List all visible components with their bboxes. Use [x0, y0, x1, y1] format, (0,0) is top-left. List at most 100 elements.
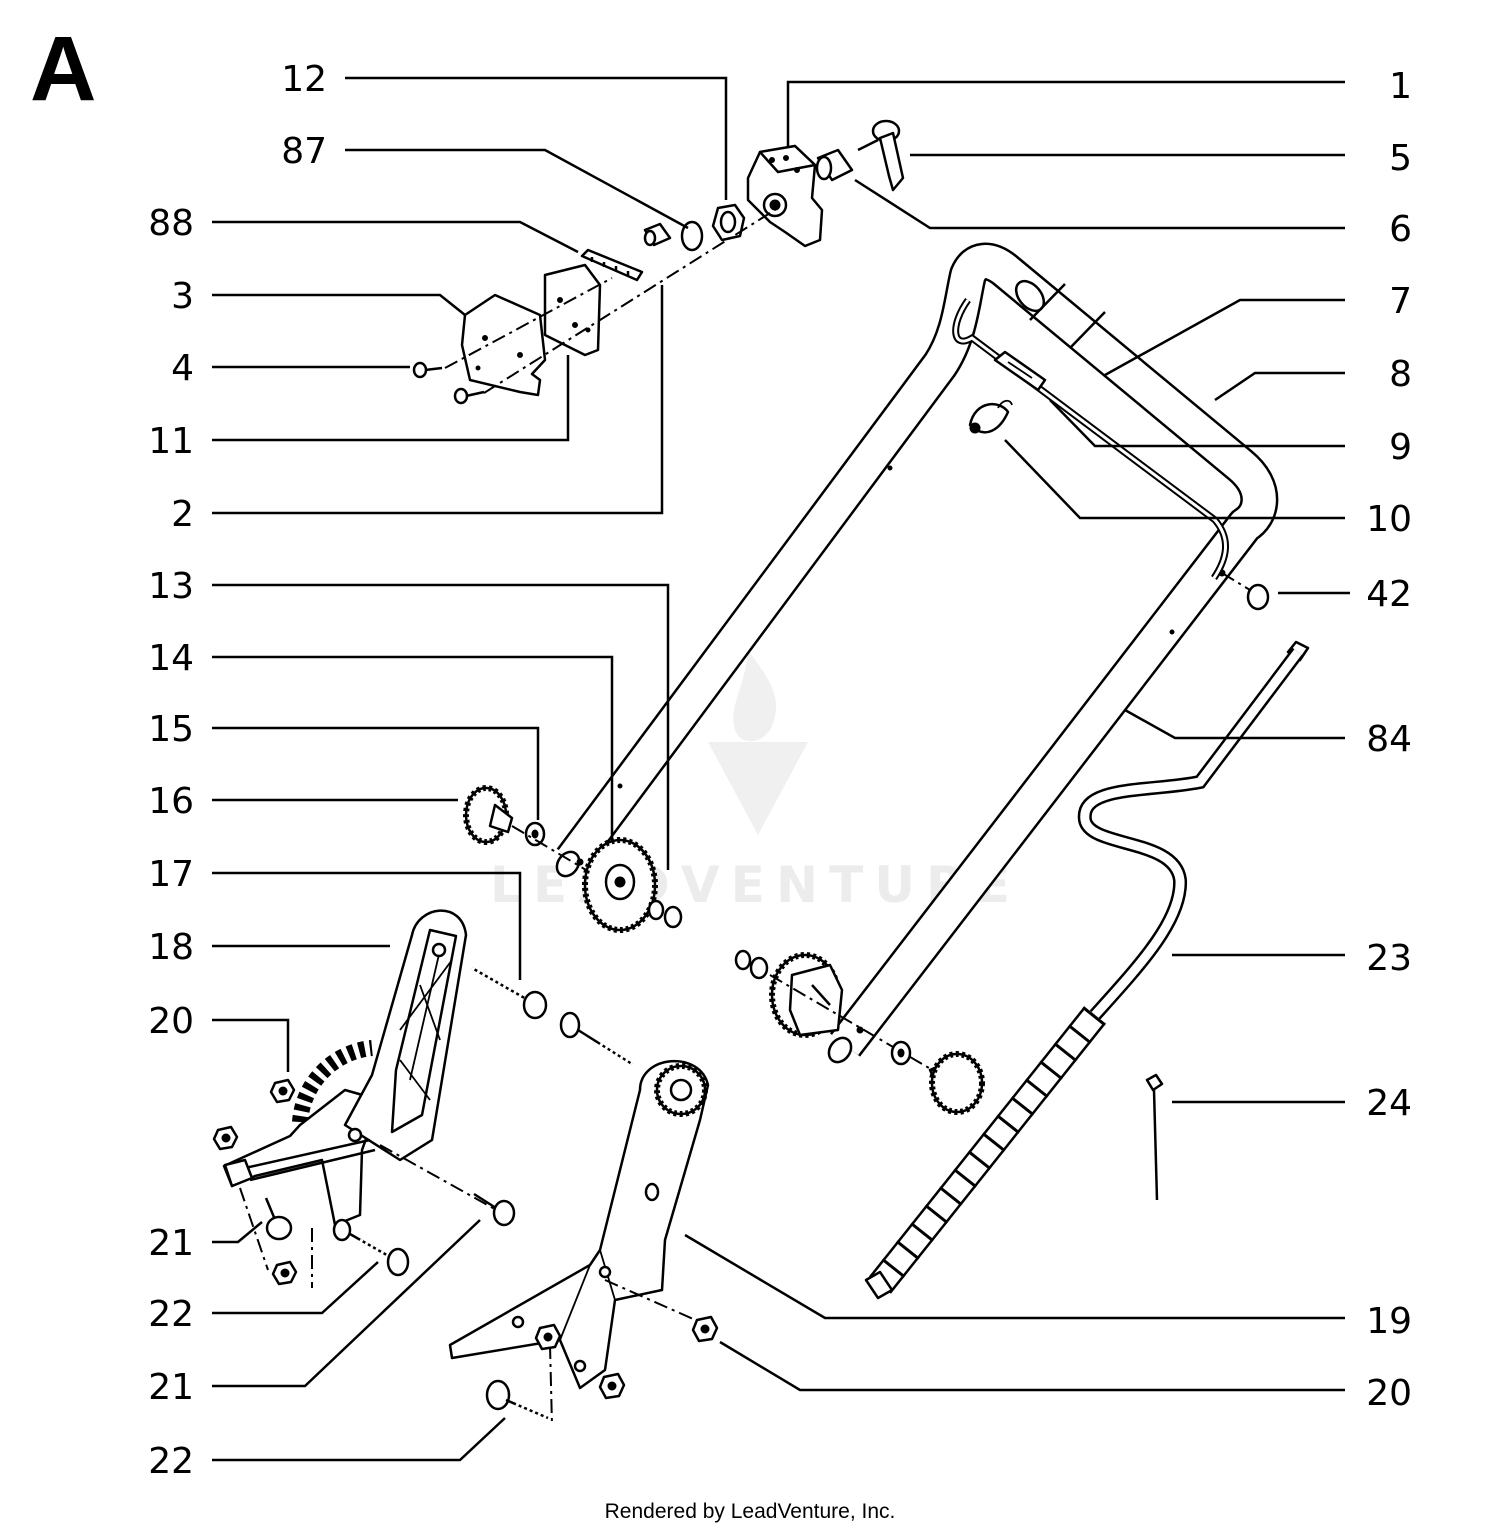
- callout-20: [719, 1340, 1345, 1392]
- bolt-22: [485, 1379, 549, 1420]
- assembly-axis: [379, 1144, 501, 1213]
- handle-end-right: [827, 1036, 853, 1064]
- bolt-17: [471, 966, 548, 1020]
- part-label: 24: [1366, 1083, 1412, 1124]
- callout-87: [345, 148, 689, 230]
- bolt-upper-right: [559, 1011, 633, 1066]
- assembly-axis: [769, 974, 959, 1086]
- watermark-logo: [708, 650, 808, 835]
- bolt-22: [332, 1218, 410, 1277]
- callout-20: [212, 1018, 290, 1072]
- part-label: 87: [281, 131, 327, 172]
- part-label: 16: [148, 781, 194, 822]
- part-label: 7: [1389, 281, 1412, 322]
- control-cable-23: [864, 640, 1310, 1300]
- cable-clip: [968, 399, 1013, 434]
- callout-22: [212, 1261, 379, 1315]
- part-label: 22: [148, 1441, 194, 1482]
- part-label: 42: [1366, 574, 1412, 615]
- callout-9: [1049, 399, 1345, 448]
- handle-end-left: [555, 850, 581, 878]
- washer-15: [524, 821, 546, 847]
- part-label: 84: [1366, 719, 1412, 760]
- adjuster-knob-right: [928, 1051, 985, 1115]
- part-labels-left: 12 87 88 3 4 11 2 13 14 15 16 17 18 20 2…: [148, 59, 327, 1482]
- nut-20: [212, 1078, 298, 1286]
- mounting-plate-2: [543, 263, 602, 357]
- callout-21: [212, 1219, 481, 1388]
- callout-21: [212, 1221, 263, 1244]
- adjuster-gear-14: [582, 837, 658, 933]
- switch-nut-6: [815, 148, 854, 182]
- washer-87: [680, 220, 704, 252]
- callout-11: [212, 355, 570, 442]
- part-label: 17: [148, 854, 194, 895]
- part-label: 4: [171, 348, 194, 389]
- part-label: 6: [1389, 209, 1412, 250]
- bolt-21: [473, 1192, 516, 1227]
- part-label: 14: [148, 638, 194, 679]
- assembly-axis: [549, 1344, 553, 1426]
- part-label: 22: [148, 1294, 194, 1335]
- part-label: 2: [171, 494, 194, 535]
- part-label: 13: [148, 566, 194, 607]
- part-label: 11: [148, 421, 194, 462]
- part-label: 9: [1389, 427, 1412, 468]
- adjuster-gear-right: [769, 952, 844, 1038]
- callout-lines-right: [684, 80, 1350, 1392]
- part-label: 23: [1366, 938, 1412, 979]
- callout-2: [212, 285, 664, 515]
- callout-17: [212, 871, 522, 980]
- callout-84: [1124, 708, 1345, 740]
- callout-6: [854, 178, 1345, 230]
- callout-7: [1104, 298, 1345, 377]
- part-label: 19: [1366, 1301, 1412, 1342]
- callout-3: [212, 293, 466, 316]
- spacer-cylinder: [643, 222, 672, 247]
- callout-13: [212, 583, 670, 870]
- part-label: 21: [148, 1223, 194, 1264]
- cable-tie-24: [1145, 1073, 1164, 1201]
- part-label: 88: [148, 203, 194, 244]
- assembly-axis: [483, 207, 779, 394]
- callout-19: [684, 1233, 1345, 1320]
- callout-8: [1214, 371, 1345, 402]
- part-label: 18: [148, 927, 194, 968]
- screw-4: [412, 361, 485, 405]
- part-label: 21: [148, 1367, 194, 1408]
- handle-cable: [952, 279, 1230, 580]
- wheel-bracket-19: [448, 1060, 710, 1390]
- part-label: 20: [1366, 1373, 1412, 1414]
- washer-right: [890, 1040, 912, 1066]
- plug-cap: [1221, 572, 1270, 611]
- callout-1: [786, 80, 1345, 148]
- callout-15: [212, 726, 540, 820]
- callout-88: [212, 220, 579, 254]
- part-label: 12: [281, 59, 327, 100]
- part-label: 8: [1389, 354, 1412, 395]
- callout-12: [345, 76, 728, 200]
- height-lever-bracket-18: [222, 909, 468, 1227]
- part-label: 10: [1366, 499, 1412, 540]
- spring-right: [734, 949, 769, 980]
- part-label: 15: [148, 709, 194, 750]
- spring-13: [647, 899, 683, 929]
- part-label: 5: [1389, 138, 1412, 179]
- assembly-axis: [444, 277, 613, 369]
- key-icon: [857, 119, 905, 192]
- callout-22: [212, 1417, 506, 1462]
- part-label: 3: [171, 276, 194, 317]
- bolt-21: [264, 1197, 293, 1241]
- terminal-strip-88: [580, 248, 644, 282]
- part-label: 20: [148, 1001, 194, 1042]
- ignition-switch-housing: [746, 144, 824, 248]
- assembly-axis: [604, 1279, 701, 1323]
- decal-label: [993, 350, 1047, 392]
- part-label: 1: [1389, 66, 1412, 107]
- footer-credit: Rendered by LeadVenture, Inc.: [605, 1500, 896, 1523]
- nut-20: [534, 1315, 719, 1400]
- section-letter: A: [30, 18, 96, 120]
- callout-10: [1004, 439, 1345, 520]
- switch-cover-3: [460, 293, 547, 397]
